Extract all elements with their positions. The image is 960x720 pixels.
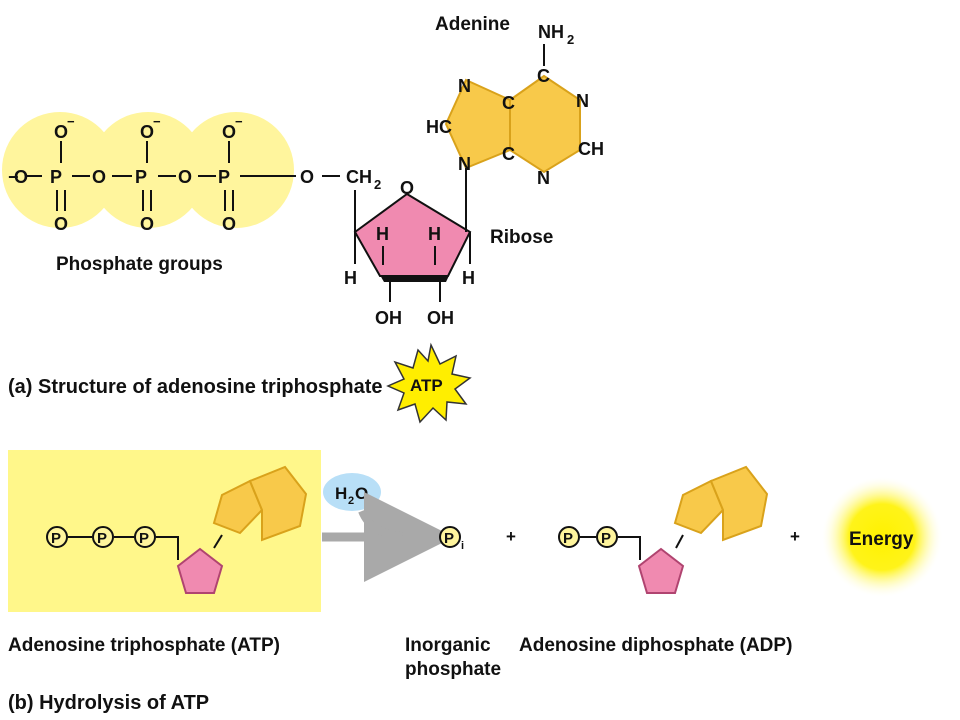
atom-o-minus: O — [222, 122, 236, 142]
adenine-six-ring-icon — [709, 465, 769, 542]
pi-symbol: P — [444, 530, 454, 547]
atom-minus: − — [235, 114, 243, 129]
ribose-pentagon-icon — [176, 547, 224, 594]
phosphate-atoms: − O P O P O P O O − O − O − O O O — [8, 114, 314, 234]
adenine-six-ring-icon — [248, 465, 308, 542]
ribose-oh: OH — [427, 308, 454, 328]
adenine-five-ring-icon — [212, 479, 264, 535]
adenine-label: Adenine — [435, 14, 510, 35]
inorganic-phosphate-label-2: phosphate — [405, 659, 501, 680]
phosphate-bonds — [26, 141, 340, 211]
atom-o: O — [54, 214, 68, 234]
phosphate-icon — [596, 526, 618, 548]
phosphate-icon — [439, 526, 461, 548]
ribose-pentagon-icon — [637, 547, 685, 594]
atom-p: P — [50, 167, 62, 187]
adenine-c: C — [502, 144, 515, 164]
phosphate-groups-label: Phosphate groups — [56, 254, 223, 275]
atom-o-minus: O — [54, 122, 68, 142]
ribose-h: H — [344, 268, 357, 288]
plus-sign: + — [790, 527, 800, 546]
atom-ch2: CH — [346, 167, 372, 187]
atp-label: Adenosine triphosphate (ATP) — [8, 635, 280, 656]
inorganic-phosphate-label-1: Inorganic — [405, 635, 491, 656]
ribose-o: O — [400, 178, 414, 198]
caption-b: (b) Hydrolysis of ATP — [8, 692, 209, 714]
phosphate-icon — [92, 526, 114, 548]
phosphate-groups — [2, 112, 294, 228]
adenine-rings: N HC N C C C N CH N — [426, 44, 604, 232]
atom-ch2-subscript: 2 — [374, 177, 381, 192]
ribose-ring: O H H H H OH OH — [344, 178, 475, 328]
atom-p: P — [218, 167, 230, 187]
adenine-n: N — [458, 154, 471, 174]
ribose-label: Ribose — [490, 227, 553, 248]
atom-minus: − — [67, 114, 75, 129]
atom-o: O — [222, 214, 236, 234]
water-h: H — [335, 484, 347, 503]
ribose-h: H — [376, 224, 389, 244]
atom-p: P — [135, 167, 147, 187]
atp-burst-icon — [386, 342, 472, 424]
adenine-c: C — [502, 93, 515, 113]
phosphate-circle-3 — [178, 112, 294, 228]
phosphate-icon — [558, 526, 580, 548]
adenine-six-ring — [509, 74, 581, 174]
phosphate-circle-1 — [2, 112, 118, 228]
pi-subscript: i — [461, 540, 464, 552]
adenine-n: N — [458, 76, 471, 96]
adenine-n: N — [576, 91, 589, 111]
adenine-hc: HC — [426, 117, 452, 137]
phosphate-symbol: P — [563, 530, 573, 547]
atom-minus: − — [153, 114, 161, 129]
adenine-c: C — [537, 66, 550, 86]
atom-minus: − — [8, 167, 19, 187]
plus-sign: + — [506, 527, 516, 546]
ribose-oh: OH — [375, 308, 402, 328]
energy-label: Energy — [849, 529, 914, 550]
adp-label: Adenosine diphosphate (ADP) — [519, 635, 792, 656]
atp-badge: ATP — [386, 342, 472, 424]
phosphate-symbol: P — [51, 530, 61, 547]
atom-o: O — [14, 167, 28, 187]
ribose-pentagon — [353, 192, 472, 277]
phosphate-icon — [134, 526, 156, 548]
water-subscript: 2 — [348, 495, 354, 507]
adenine-ch: CH — [578, 139, 604, 159]
phosphate-circle-2 — [90, 112, 206, 228]
atom-o: O — [140, 214, 154, 234]
phosphate-symbol: P — [97, 530, 107, 547]
phosphate-symbol: P — [139, 530, 149, 547]
adenine-nh2: NH — [538, 22, 564, 42]
water-arrow — [358, 509, 403, 540]
caption-a: (a) Structure of adenosine triphosphate — [8, 376, 382, 398]
adp-schematic: P P — [558, 465, 769, 594]
adenine-five-ring-icon — [673, 479, 725, 535]
adenine-nh2-subscript: 2 — [567, 32, 574, 47]
ribose-h: H — [462, 268, 475, 288]
atp-schematic: P P P — [46, 465, 308, 594]
ribose-h: H — [428, 224, 441, 244]
atp-badge-label: ATP — [410, 376, 443, 395]
phosphate-icon — [46, 526, 68, 548]
adenine-n: N — [537, 168, 550, 188]
water-o: O — [355, 484, 368, 503]
adenine-five-ring — [444, 78, 511, 170]
atom-o: O — [92, 167, 106, 187]
phosphate-symbol: P — [601, 530, 611, 547]
atom-o: O — [300, 167, 314, 187]
energy-glow — [822, 477, 942, 597]
atom-o-minus: O — [140, 122, 154, 142]
atom-o: O — [178, 167, 192, 187]
